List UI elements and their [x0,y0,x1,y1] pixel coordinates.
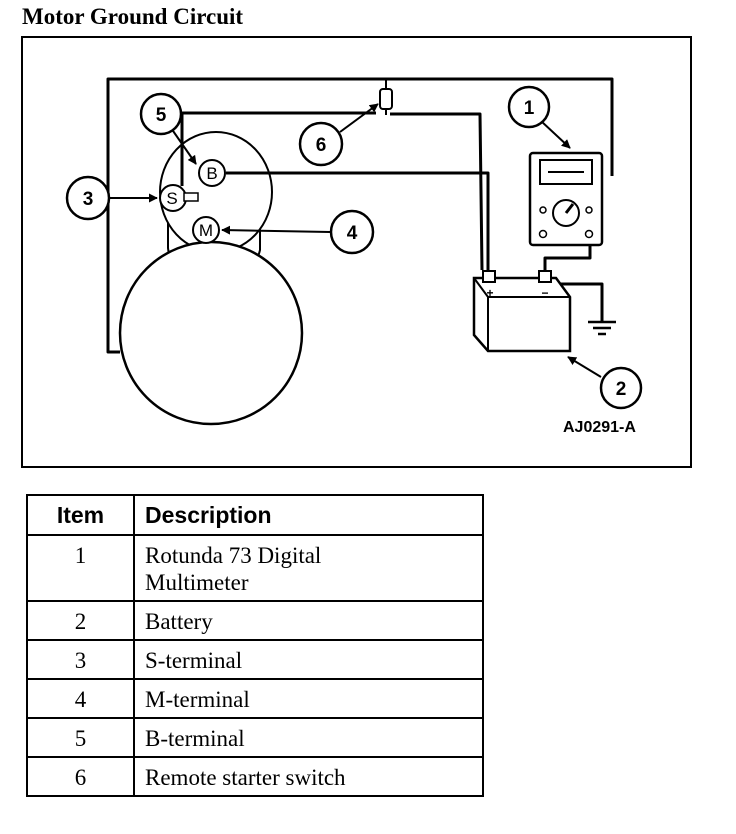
legend-item-description: Remote starter switch [133,756,484,797]
callout-3: 3 [65,175,111,221]
callout-leaders [110,103,602,378]
diagram-title: Motor Ground Circuit [22,4,244,29]
figure-code: AJ0291-A [563,419,636,436]
callout-6: 6 [298,121,344,167]
terminal-s-label: S [166,189,177,208]
terminal-s: S [159,184,199,212]
remote-starter-switch [379,79,393,115]
callout-1-label: 1 [524,98,535,119]
legend-item-description: B-terminal [133,717,484,758]
diagram-frame [21,36,692,468]
callout-1: 1 [507,85,551,129]
callout-4-label: 4 [347,223,358,244]
battery-negative-post [538,270,552,283]
legend-item-number: 2 [26,600,135,641]
terminal-m-label: M [199,221,213,240]
legend-item-description: Battery [133,600,484,641]
callout-5-label: 5 [156,105,167,126]
legend-row: 6 Remote starter switch [26,756,484,797]
legend-item-number: 4 [26,678,135,719]
description-line: Battery [145,609,213,634]
terminal-m: M [192,216,220,244]
motor-ground-circuit-diagram: + − B S M 1 2 3 4 5 [21,36,692,468]
battery-positive-post [482,270,496,283]
description-column-header: Description [133,494,484,536]
callout-2: 2 [599,366,643,410]
description-line: Remote starter switch [145,765,346,790]
battery: + − [472,270,572,353]
legend-header-row: Item Description [26,494,484,536]
callout-3-label: 3 [83,189,94,210]
legend-row: 3 S-terminal [26,639,484,680]
legend-row: 5 B-terminal [26,717,484,758]
legend-item-number: 5 [26,717,135,758]
legend-item-description: S-terminal [133,639,484,680]
callout-4: 4 [329,209,375,255]
terminal-b: B [198,159,226,187]
callout-5: 5 [139,92,183,136]
legend-row: 2 Battery [26,600,484,641]
callout-2-label: 2 [616,379,627,400]
description-line: Multimeter [145,570,249,595]
battery-minus-label: − [541,286,548,300]
legend-item-description: M-terminal [133,678,484,719]
starter-motor [118,131,304,426]
legend-item-number: 3 [26,639,135,680]
description-line: B-terminal [145,726,245,751]
description-line: M-terminal [145,687,250,712]
legend-row: 4 M-terminal [26,678,484,719]
callout-6-label: 6 [316,135,327,156]
description-line: Rotunda 73 Digital [145,543,322,568]
description-line: S-terminal [145,648,243,673]
terminal-b-label: B [206,164,217,183]
legend-item-number: 6 [26,756,135,797]
item-column-header: Item [26,494,135,536]
multimeter [528,151,604,247]
battery-plus-label: + [486,286,493,300]
ground-symbol [588,320,616,336]
legend-item-number: 1 [26,534,135,602]
